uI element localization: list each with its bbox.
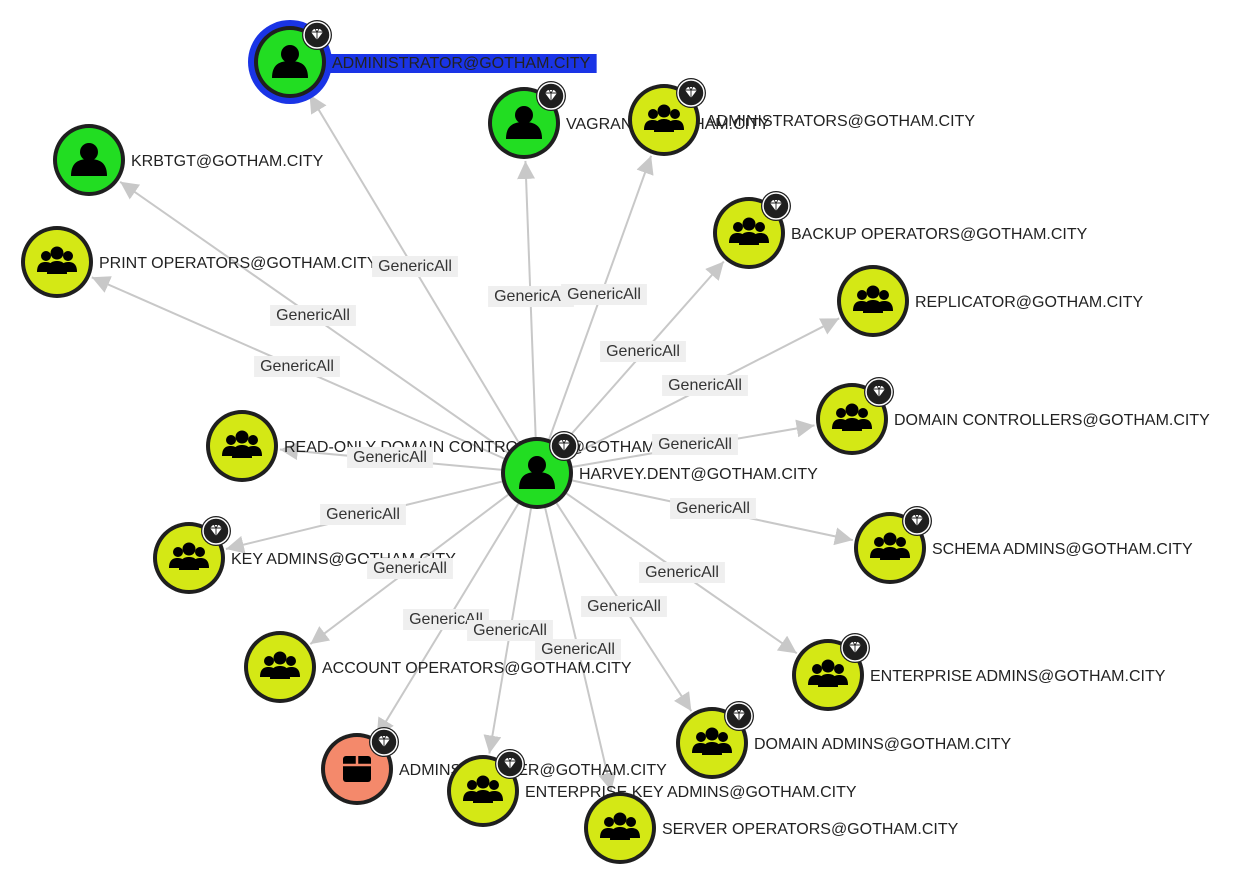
edge-label-replicator[interactable]: GenericAll <box>662 375 748 396</box>
edge-label-bg <box>670 498 756 519</box>
edge-label-bg <box>581 596 667 617</box>
edge-label-bg <box>347 447 433 468</box>
edge-label-text: GenericAll <box>260 358 334 375</box>
node-account-operators[interactable]: ACCOUNT OPERATORS@GOTHAM.CITY <box>244 631 632 703</box>
edge-label-text: GenericAll <box>676 500 750 517</box>
high-value-diamond-icon <box>536 81 566 111</box>
high-value-diamond-icon <box>302 20 332 50</box>
edge-label-text: GenericAll <box>494 288 568 305</box>
node-label: ENTERPRISE KEY ADMINS@GOTHAM.CITY <box>525 784 857 801</box>
node-backup-operators[interactable]: BACKUP OPERATORS@GOTHAM.CITY <box>713 191 1088 269</box>
edge-label-bg <box>372 256 458 277</box>
node-key-admins[interactable]: KEY ADMINS@GOTHAM.CITY <box>153 516 456 594</box>
edge-label-text: GenericAll <box>541 641 615 658</box>
high-value-diamond-icon <box>840 633 870 663</box>
edge-label-bg <box>488 286 574 307</box>
edge-label-text: GenericAll <box>658 436 732 453</box>
edge-label-text: GenericAll <box>409 611 483 628</box>
node-label: ENTERPRISE ADMINS@GOTHAM.CITY <box>870 668 1166 685</box>
high-value-diamond-icon <box>369 727 399 757</box>
edge-label-bg <box>367 558 453 579</box>
node-print-operators[interactable]: PRINT OPERATORS@GOTHAM.CITY <box>21 226 378 298</box>
node-label: ADMINSDHOLDER@GOTHAM.CITY <box>399 762 667 779</box>
node-label: DOMAIN CONTROLLERS@GOTHAM.CITY <box>894 412 1210 429</box>
node-center[interactable]: HARVEY.DENT@GOTHAM.CITY <box>501 431 818 509</box>
high-value-diamond-icon <box>549 431 579 461</box>
node-server-operators[interactable]: SERVER OPERATORS@GOTHAM.CITY <box>584 792 959 864</box>
node-administrator[interactable]: ADMINISTRATOR@GOTHAM.CITY <box>248 20 597 104</box>
edge-label-domain-admins[interactable]: GenericAll <box>581 596 667 617</box>
node-schema-admins[interactable]: SCHEMA ADMINS@GOTHAM.CITY <box>854 506 1193 584</box>
edge-label-bg <box>320 504 406 525</box>
node-label: BACKUP OPERATORS@GOTHAM.CITY <box>791 226 1088 243</box>
edge-label-account-operators[interactable]: GenericAll <box>367 558 453 579</box>
edge-label-key-admins[interactable]: GenericAll <box>320 504 406 525</box>
node-label: REPLICATOR@GOTHAM.CITY <box>915 294 1143 311</box>
edge-label-text: GenericAll <box>378 258 452 275</box>
high-value-diamond-icon <box>724 701 754 731</box>
edge-label-backup-operators[interactable]: GenericAll <box>600 341 686 362</box>
node-adminsdholder[interactable]: ADMINSDHOLDER@GOTHAM.CITY <box>321 727 667 805</box>
high-value-diamond-icon <box>495 749 525 779</box>
node-label: HARVEY.DENT@GOTHAM.CITY <box>579 466 818 483</box>
edge-label-administrator[interactable]: GenericAll <box>372 256 458 277</box>
node-label: READ-ONLY DOMAIN CONTROLLERS@GOTHAM.CITY <box>284 439 696 456</box>
high-value-diamond-icon <box>761 191 791 221</box>
edge-label-bg <box>561 284 647 305</box>
edge-label-read-only-dc[interactable]: GenericAll <box>347 447 433 468</box>
edge-label-bg <box>254 356 340 377</box>
edge-label-bg <box>270 305 356 326</box>
edge-label-bg <box>662 375 748 396</box>
high-value-diamond-icon <box>201 516 231 546</box>
edge-label-text: GenericAll <box>326 506 400 523</box>
edge-label-text: GenericAll <box>473 622 547 639</box>
edge-label-text: GenericAll <box>668 377 742 394</box>
edge-label-vagrant[interactable]: GenericAll <box>488 286 574 307</box>
node-label: SCHEMA ADMINS@GOTHAM.CITY <box>932 541 1193 558</box>
selected-label-bg <box>330 54 597 73</box>
edge-label-domain-controllers[interactable]: GenericAll <box>652 434 738 455</box>
edge-label-schema-admins[interactable]: GenericAll <box>670 498 756 519</box>
edge-label-text: GenericAll <box>276 307 350 324</box>
node-domain-admins[interactable]: DOMAIN ADMINS@GOTHAM.CITY <box>676 701 1011 779</box>
high-value-diamond-icon <box>676 78 706 108</box>
node-replicator[interactable]: REPLICATOR@GOTHAM.CITY <box>837 265 1143 337</box>
edge-label-bg <box>639 562 725 583</box>
edge-label-text: GenericAll <box>567 286 641 303</box>
edge-label-text: GenericAll <box>587 598 661 615</box>
node-label: KRBTGT@GOTHAM.CITY <box>131 153 324 170</box>
high-value-diamond-icon <box>864 377 894 407</box>
node-enterprise-admins[interactable]: ENTERPRISE ADMINS@GOTHAM.CITY <box>792 633 1166 711</box>
node-label: ADMINISTRATORS@GOTHAM.CITY <box>706 113 975 130</box>
edge-label-enterprise-key-admins[interactable]: GenericAll <box>467 620 553 641</box>
high-value-diamond-icon <box>902 506 932 536</box>
node-administrators[interactable]: ADMINISTRATORS@GOTHAM.CITY <box>628 78 975 156</box>
edge-label-administrators[interactable]: GenericAll <box>561 284 647 305</box>
edge-label-text: GenericAll <box>373 560 447 577</box>
edge-label-server-operators[interactable]: GenericAll <box>535 639 621 660</box>
edge-label-bg <box>467 620 553 641</box>
node-domain-controllers[interactable]: DOMAIN CONTROLLERS@GOTHAM.CITY <box>816 377 1210 455</box>
edge-label-bg <box>600 341 686 362</box>
node-label: SERVER OPERATORS@GOTHAM.CITY <box>662 821 959 838</box>
node-label: PRINT OPERATORS@GOTHAM.CITY <box>99 255 378 272</box>
edge-label-text: GenericAll <box>606 343 680 360</box>
edge-label-print-operators[interactable]: GenericAll <box>254 356 340 377</box>
edge-label-bg <box>652 434 738 455</box>
edge-label-text: GenericAll <box>353 449 427 466</box>
edge-label-text: GenericAll <box>645 564 719 581</box>
node-label: ADMINISTRATOR@GOTHAM.CITY <box>332 55 591 72</box>
edge-label-krbtgt[interactable]: GenericAll <box>270 305 356 326</box>
node-read-only-dc[interactable]: READ-ONLY DOMAIN CONTROLLERS@GOTHAM.CITY <box>206 410 696 482</box>
node-label: ACCOUNT OPERATORS@GOTHAM.CITY <box>322 660 632 677</box>
node-krbtgt[interactable]: KRBTGT@GOTHAM.CITY <box>53 124 324 196</box>
node-label: DOMAIN ADMINS@GOTHAM.CITY <box>754 736 1011 753</box>
edge-label-bg <box>535 639 621 660</box>
edge-label-enterprise-admins[interactable]: GenericAll <box>639 562 725 583</box>
